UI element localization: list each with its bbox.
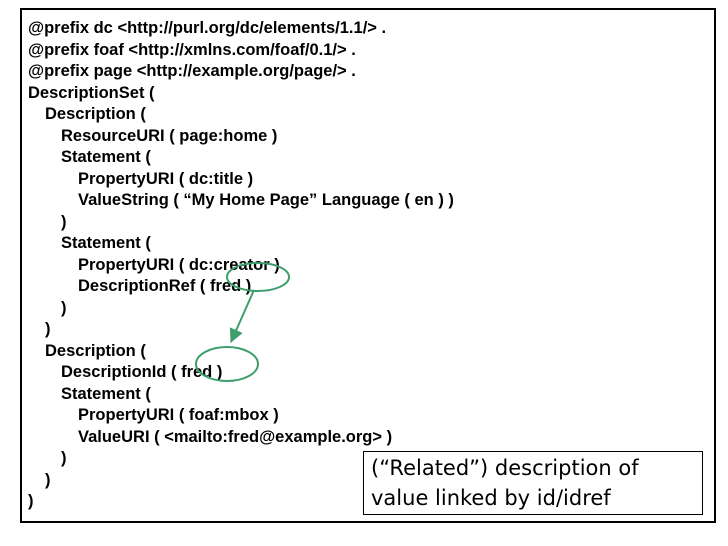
code-line: ) <box>45 470 51 489</box>
code-line: Description ( <box>45 105 146 123</box>
caption-text: (“Related”) description of <box>371 456 639 480</box>
code-box: @prefix dc <http://purl.org/dc/elements/… <box>20 8 716 523</box>
code-line: DescriptionRef ( fred ) <box>78 277 252 295</box>
code-line: ) <box>61 298 67 317</box>
code-line: ValueURI ( <mailto:fred@example.org> ) <box>78 427 393 446</box>
code-line: ) <box>61 449 67 467</box>
caption-box: (“Related”) description of value linked … <box>363 451 703 515</box>
code-line: ) <box>28 492 34 510</box>
code-line: Statement ( <box>61 234 151 252</box>
code-line: ResourceURI ( page:home ) <box>61 126 278 145</box>
code-line: ValueString ( “My Home Page” Language ( … <box>78 191 454 209</box>
code-line: Description ( <box>45 341 146 360</box>
code-line: DescriptionSet ( <box>28 83 155 102</box>
code-line: PropertyURI ( foaf:mbox ) <box>78 406 279 424</box>
code-line: Statement ( <box>61 148 151 166</box>
code-line: DescriptionId ( fred ) <box>61 363 223 381</box>
code-line: ) <box>45 320 51 338</box>
code-line: @prefix page <http://example.org/page/> … <box>28 62 356 80</box>
code-line: @prefix dc <http://purl.org/dc/elements/… <box>28 19 387 37</box>
caption-text: value linked by id/idref <box>371 486 611 510</box>
code-line: Statement ( <box>61 384 151 403</box>
code-line: PropertyURI ( dc:title ) <box>78 169 254 188</box>
code-line: ) <box>61 212 67 231</box>
code-line: PropertyURI ( dc:creator ) <box>78 255 280 274</box>
code-line: @prefix foaf <http://xmlns.com/foaf/0.1/… <box>28 40 356 59</box>
